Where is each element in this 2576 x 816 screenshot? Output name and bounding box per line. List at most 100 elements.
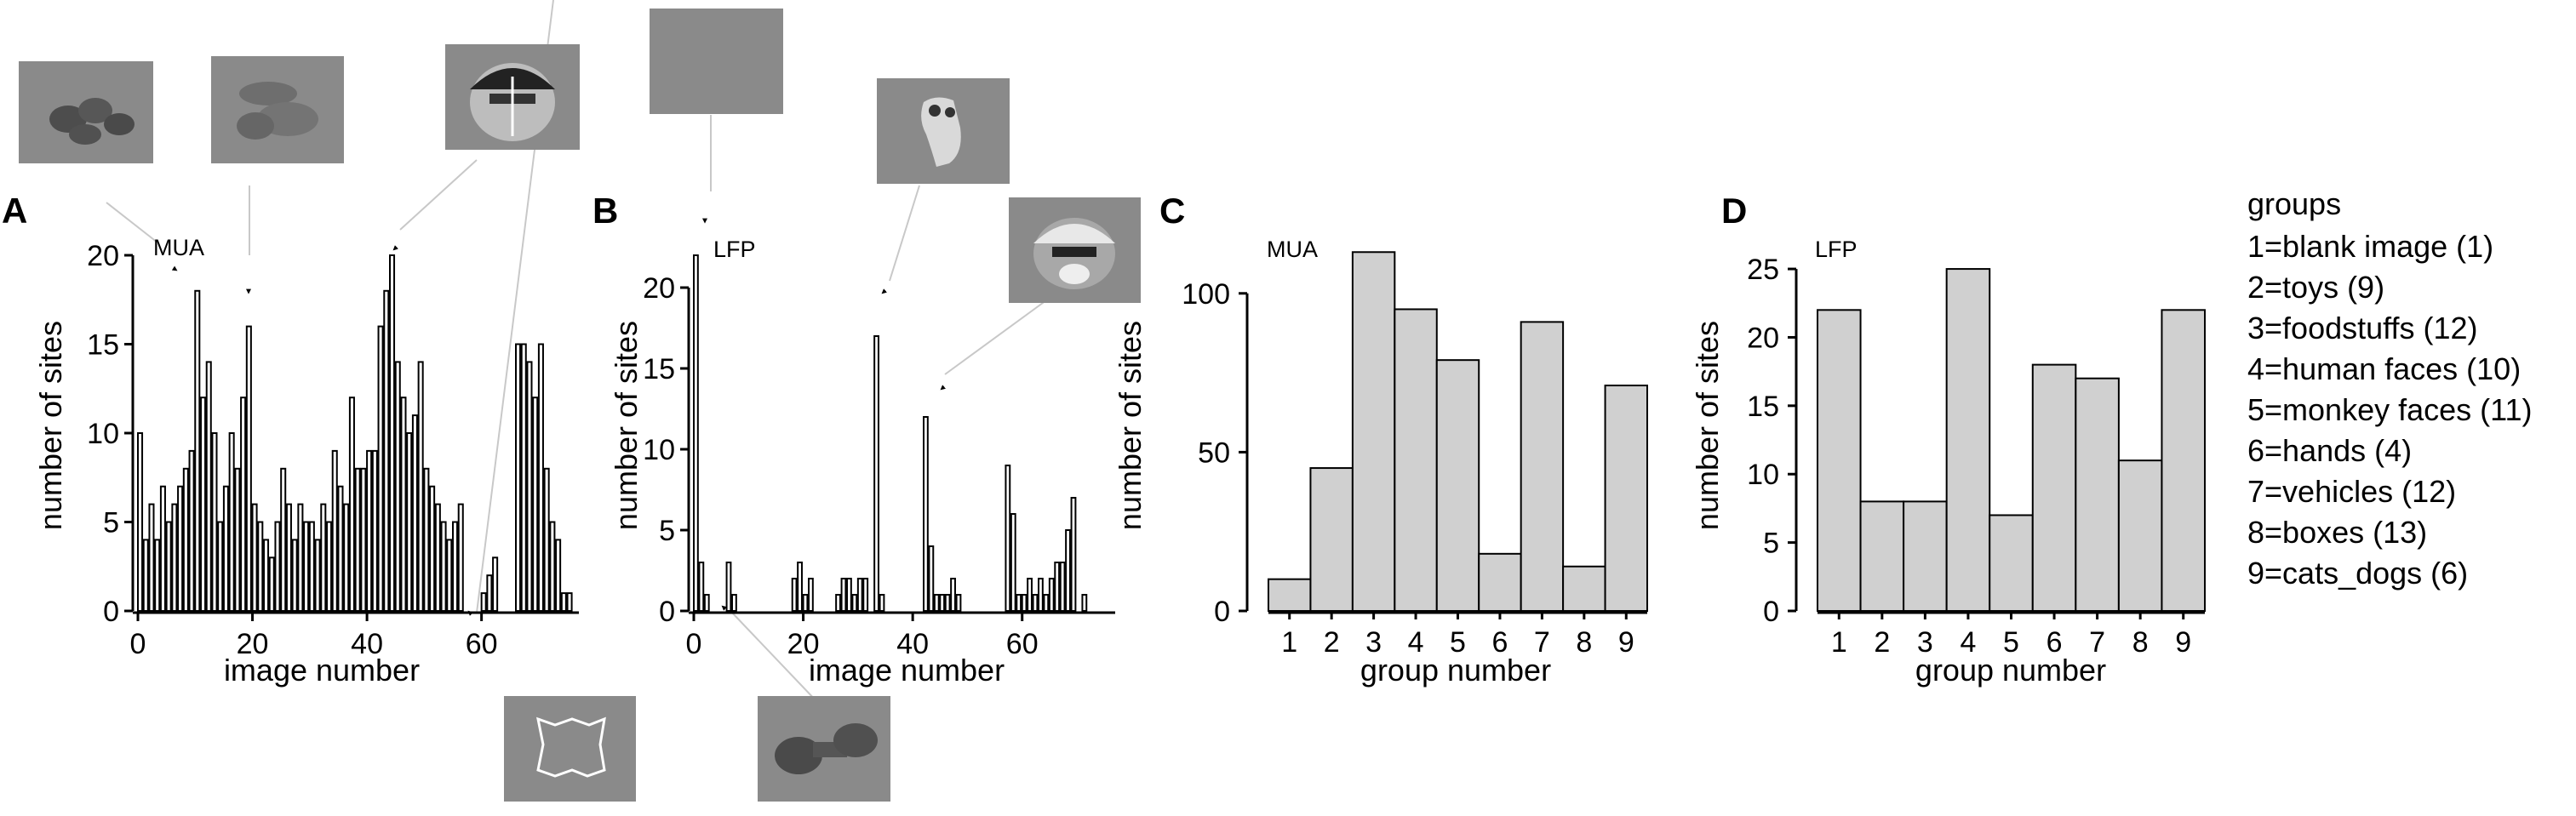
bar: [856, 578, 863, 612]
x-tick-label: 7: [1534, 626, 1550, 659]
bar: [2031, 363, 2077, 612]
bar: [285, 503, 292, 612]
x-tick-label: 7: [2089, 626, 2105, 659]
panel-b-tag: LFP: [713, 237, 756, 262]
panel-c-tag: MUA: [1267, 237, 1318, 262]
y-tick-label: 0: [1214, 596, 1230, 628]
bar: [939, 594, 946, 612]
stimulus-thumbnails: [19, 9, 1141, 802]
arrow-icon: [392, 245, 398, 251]
bar: [566, 592, 573, 612]
bar: [933, 594, 940, 612]
bar: [515, 343, 522, 612]
bar: [142, 539, 149, 613]
x-tick-label: 8: [1576, 626, 1592, 659]
bar: [1520, 321, 1565, 612]
bar: [1817, 309, 1862, 612]
bar: [182, 467, 189, 612]
y-tick-label: 50: [1198, 437, 1230, 469]
bar: [411, 414, 418, 612]
y-tick-label: 10: [87, 418, 119, 450]
legend-item: 5=monkey faces (11): [2247, 392, 2533, 427]
bar: [2075, 377, 2120, 612]
bar: [555, 539, 562, 613]
bar: [560, 592, 567, 612]
bar: [731, 594, 737, 612]
hand-thumbnail: [877, 78, 1010, 184]
panel-b-xlabel: image number: [809, 653, 1005, 688]
bar: [2117, 459, 2163, 613]
bar: [211, 432, 218, 612]
bar: [1945, 268, 1991, 612]
bar: [703, 594, 710, 612]
bar: [188, 449, 195, 613]
bar: [1032, 594, 1039, 612]
bar: [1021, 594, 1028, 612]
bar: [835, 594, 841, 612]
panel-a-ylabel: number of sites: [33, 321, 68, 530]
legend-item: 8=boxes (13): [2247, 515, 2427, 550]
bar: [1038, 578, 1044, 612]
x-tick-label: 0: [130, 628, 146, 660]
bar: [337, 485, 344, 613]
x-tick-label: 6: [2046, 626, 2063, 659]
bar: [923, 416, 929, 612]
bar: [440, 521, 447, 612]
bar: [280, 467, 287, 612]
arrow-icon: [940, 385, 947, 391]
y-tick-label: 100: [1182, 278, 1230, 311]
y-tick-label: 5: [103, 507, 119, 539]
panel-letter-a: A: [2, 191, 27, 231]
box-thumbnail: [504, 696, 636, 802]
x-tick-label: 60: [1006, 628, 1039, 660]
bar: [1435, 359, 1480, 612]
bar: [879, 594, 885, 612]
bar: [1054, 562, 1061, 612]
x-tick-label: 4: [1960, 626, 1976, 659]
panel-b-ylabel: number of sites: [609, 321, 644, 530]
bar: [165, 521, 172, 612]
bar: [257, 521, 264, 612]
bar: [543, 467, 550, 612]
x-tick-label: 2: [1874, 626, 1890, 659]
bar: [928, 545, 935, 612]
bar: [240, 397, 247, 613]
bar: [348, 397, 355, 613]
panel-c-ylabel: number of sites: [1113, 321, 1148, 530]
bar: [297, 503, 304, 612]
x-tick-label: 0: [686, 628, 702, 660]
bar: [480, 592, 487, 612]
bar: [802, 594, 809, 612]
legend-item: 7=vehicles (12): [2247, 474, 2456, 509]
bar: [1394, 308, 1438, 612]
panel-letter-b: B: [592, 191, 618, 231]
panel-letter-d: D: [1721, 191, 1747, 231]
bar: [377, 325, 384, 612]
bar: [148, 503, 155, 612]
bar: [200, 397, 207, 613]
bar: [520, 343, 527, 612]
x-tick-label: 2: [1324, 626, 1340, 659]
bar: [846, 578, 852, 612]
panel-c-xlabel: group number: [1360, 653, 1551, 688]
bar: [394, 361, 401, 612]
y-tick-label: 20: [643, 272, 675, 305]
bar: [526, 361, 533, 612]
bar: [303, 521, 310, 612]
x-tick-label: 5: [1450, 626, 1466, 659]
monkey-face-thumbnail: [1009, 197, 1141, 303]
bar: [205, 361, 212, 612]
bar: [1081, 594, 1088, 612]
bar: [177, 485, 184, 613]
bar: [234, 467, 241, 612]
bar: [1070, 497, 1077, 612]
bar: [1604, 385, 1648, 612]
bar: [371, 449, 378, 613]
bar: [354, 467, 361, 612]
bar: [228, 432, 235, 612]
bar: [343, 503, 350, 612]
bar: [171, 503, 178, 612]
x-tick-label: 40: [896, 628, 929, 660]
bar: [159, 485, 166, 613]
